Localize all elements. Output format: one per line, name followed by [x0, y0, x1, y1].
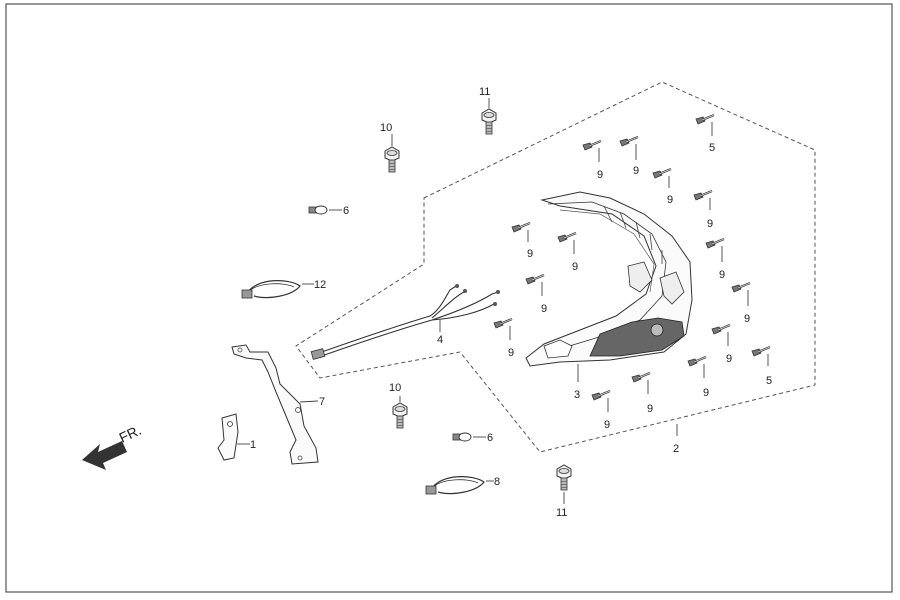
- part-9-screw-4: [692, 189, 714, 210]
- part-9-screw-14: [590, 389, 612, 412]
- callout-9-4: 9: [707, 218, 713, 230]
- front-direction-arrow: FR.: [82, 422, 144, 470]
- part-9-screw-9: [730, 281, 752, 306]
- part-11-bolt-upper: [481, 98, 497, 135]
- callout-9-8: 9: [541, 303, 547, 315]
- callout-9-5: 9: [527, 248, 533, 260]
- part-7-headlight-stay: [231, 344, 319, 465]
- callout-12: 12: [314, 279, 326, 291]
- part-10-bolt-upper: [384, 134, 400, 173]
- part-9-screw-1: [581, 139, 603, 162]
- callout-9-9: 9: [744, 313, 750, 325]
- callout-1: 1: [250, 439, 256, 451]
- callout-9-11: 9: [726, 353, 732, 365]
- callout-4: 4: [437, 334, 443, 346]
- assembly-boundary: [295, 81, 816, 453]
- part-9-screw-10: [492, 317, 514, 340]
- callout-9-10: 9: [508, 347, 514, 359]
- part-11-bolt-lower: [556, 464, 572, 504]
- front-direction-label: FR.: [117, 422, 144, 446]
- part-6-bulb-upper: [308, 205, 342, 215]
- part-9-screw-13: [630, 371, 652, 394]
- part-9-screw-7: [704, 237, 726, 262]
- callout-3: 3: [574, 389, 580, 401]
- callout-6-lower: 6: [487, 432, 493, 444]
- callout-7: 7: [319, 396, 325, 408]
- part-9-screw-12: [686, 355, 708, 378]
- part-9-screw-2: [618, 135, 640, 160]
- part-9-screw-6: [556, 231, 578, 254]
- callout-9-2: 9: [633, 165, 639, 177]
- part-1-bracket: [217, 413, 250, 461]
- part-9-screw-5: [510, 221, 532, 242]
- callout-9-1: 9: [597, 169, 603, 181]
- part-9-screw-8: [524, 273, 546, 296]
- callout-9-3: 9: [667, 194, 673, 206]
- part-5-screw-upper: [694, 113, 716, 136]
- part-9-screw-11: [710, 323, 732, 346]
- callout-9-7: 9: [719, 269, 725, 281]
- callout-10-upper: 10: [380, 122, 392, 134]
- callout-6-upper: 6: [343, 205, 349, 217]
- part-5-screw-lower: [750, 345, 772, 366]
- callout-11-upper: 11: [479, 86, 490, 98]
- part-6-bulb-lower: [452, 432, 486, 442]
- part-10-bolt-lower: [392, 396, 408, 429]
- callout-9-6: 9: [572, 261, 578, 273]
- part-12-clamp: [241, 279, 314, 299]
- callout-9-14: 9: [604, 419, 610, 431]
- part-3-headlight-unit: [525, 191, 693, 382]
- part-4-wire-harness: [310, 284, 500, 360]
- callout-8: 8: [494, 476, 500, 488]
- callout-5-lower: 5: [766, 375, 772, 387]
- callout-11-lower: 11: [556, 507, 567, 519]
- part-8-clamp: [425, 475, 494, 495]
- callout-9-12: 9: [703, 387, 709, 399]
- part-9-screw-3: [651, 167, 673, 188]
- callout-10-lower: 10: [389, 382, 401, 394]
- callout-5-upper: 5: [709, 142, 715, 154]
- drawing-frame: [5, 3, 893, 593]
- callout-9-13: 9: [647, 403, 653, 415]
- callout-2: 2: [673, 443, 679, 455]
